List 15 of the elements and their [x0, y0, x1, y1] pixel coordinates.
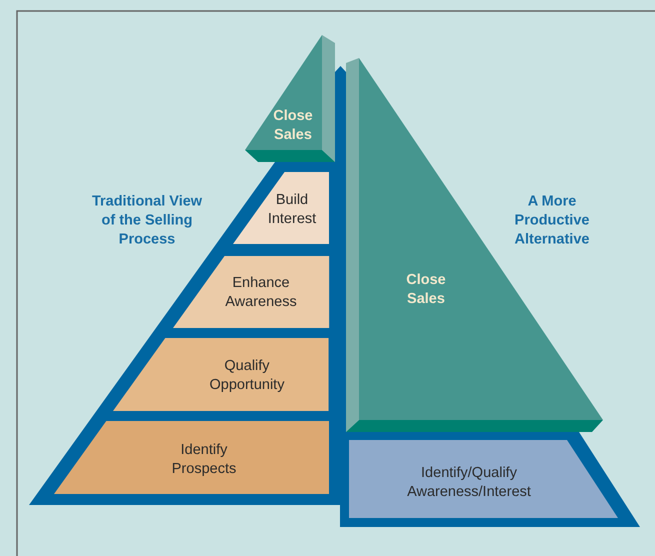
pyramid-base — [349, 440, 618, 518]
pyramid-tip — [245, 35, 322, 150]
layer-label: Identify/Qualify Awareness/Interest — [406, 464, 532, 502]
layer-label: Enhance Awareness — [224, 274, 298, 312]
layer-label: Close Sales — [405, 271, 447, 309]
caption-text: A More Productive Alternative — [514, 192, 590, 250]
layer-label: Qualify Opportunity — [208, 357, 286, 395]
caption-text: Traditional View of the Selling Process — [90, 192, 204, 250]
pyramid-layer — [54, 421, 329, 494]
layer-label: Identify Prospects — [170, 441, 238, 479]
layer-label: Close Sales — [272, 107, 314, 145]
layer-label: Build Interest — [266, 191, 318, 229]
pyramid-layer — [113, 338, 329, 411]
pyramid-layer — [233, 172, 329, 244]
pyramid-layer — [172, 256, 329, 328]
